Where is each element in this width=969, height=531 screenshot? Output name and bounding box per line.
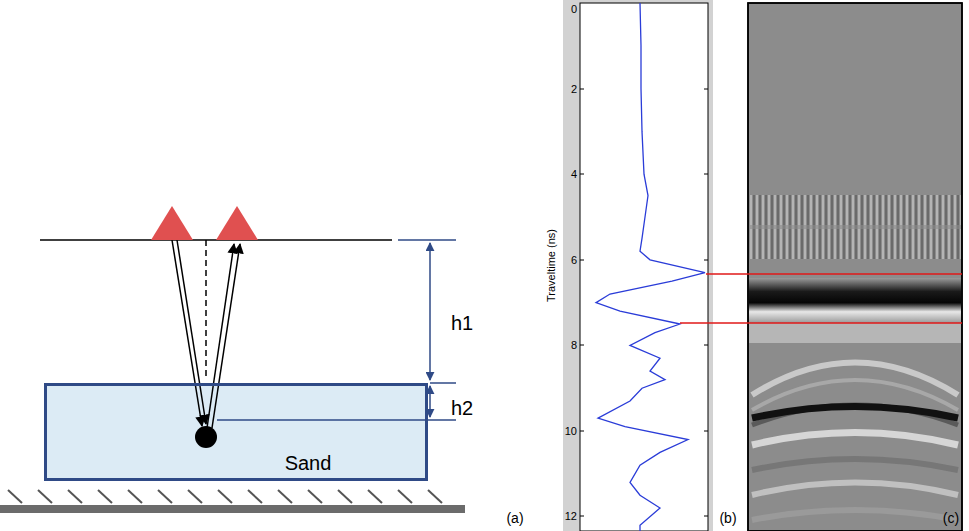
tick-label: 6 [571, 255, 577, 266]
dimension-label: h1 [451, 313, 473, 333]
radargram [748, 3, 962, 531]
dimension-label: h2 [451, 398, 473, 418]
tick-label: 2 [571, 84, 577, 95]
tick-label: 8 [571, 340, 577, 351]
panel-label: (c) [943, 511, 959, 525]
tick-label: 10 [565, 426, 577, 437]
sand-box: Sand [44, 383, 428, 481]
panel-label: (b) [719, 511, 736, 525]
material-label: Sand [285, 453, 332, 473]
panel-label: (a) [506, 511, 523, 525]
tick-label: 0 [571, 4, 577, 15]
marker-line [706, 273, 962, 275]
marker-line [680, 322, 962, 324]
axis-title: Traveltime (ns) [546, 229, 557, 302]
tick-label: 12 [565, 511, 577, 522]
survey-sketch [0, 206, 465, 513]
trace-plot [563, 0, 713, 531]
tick-label: 4 [571, 169, 577, 180]
